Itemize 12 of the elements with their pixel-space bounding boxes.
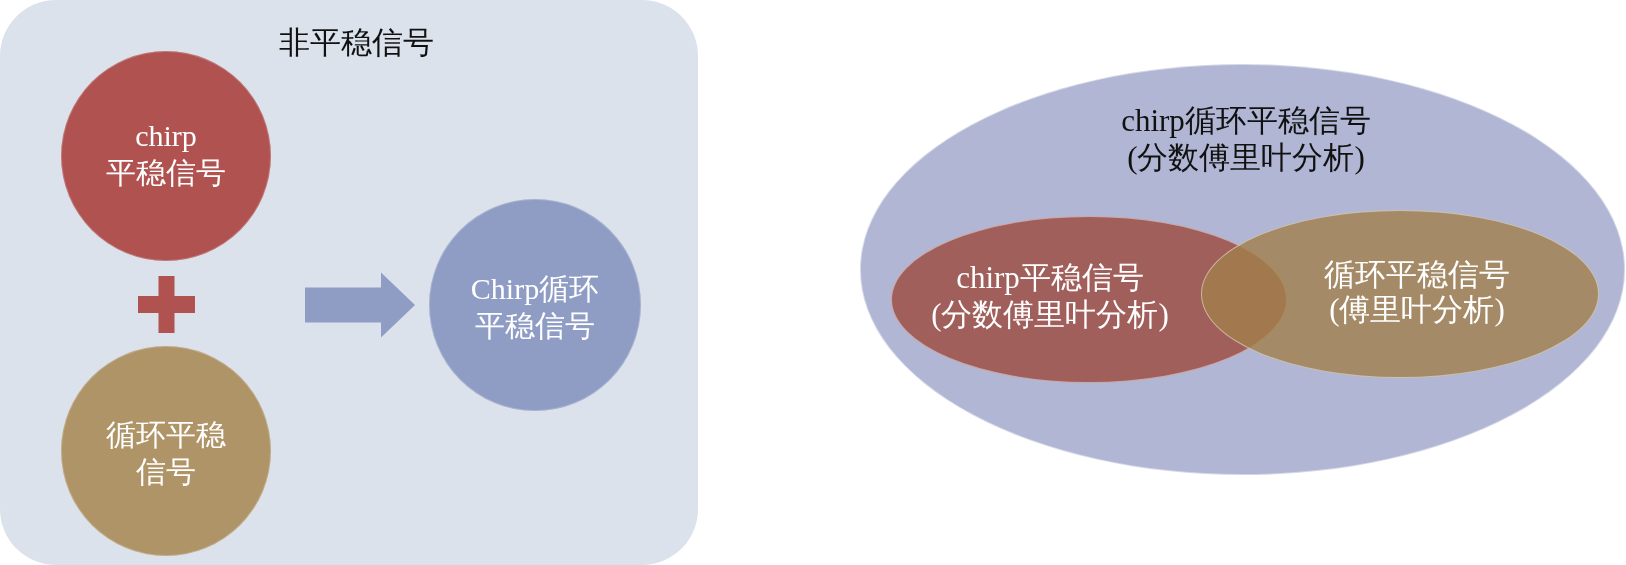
method-note: (分数傅里叶分析) xyxy=(1127,139,1365,176)
circle-label: 循环平稳信号 xyxy=(105,417,227,490)
method-note: (傅里叶分析) xyxy=(1329,292,1505,327)
ellipse-title: 循环平稳信号 xyxy=(1324,257,1510,292)
ellipse-title: chirp平稳信号 xyxy=(956,259,1144,296)
block-arrow xyxy=(305,272,415,338)
circle-label: Chirp循环平稳信号 xyxy=(469,271,601,344)
method-note: (分数傅里叶分析) xyxy=(931,296,1169,333)
circle-label: chirp 平稳信号 xyxy=(105,118,227,191)
ellipse-title: chirp循环平稳信号 xyxy=(1121,102,1371,139)
group-panel xyxy=(0,0,698,565)
panel-title: 非平稳信号 xyxy=(278,25,434,61)
